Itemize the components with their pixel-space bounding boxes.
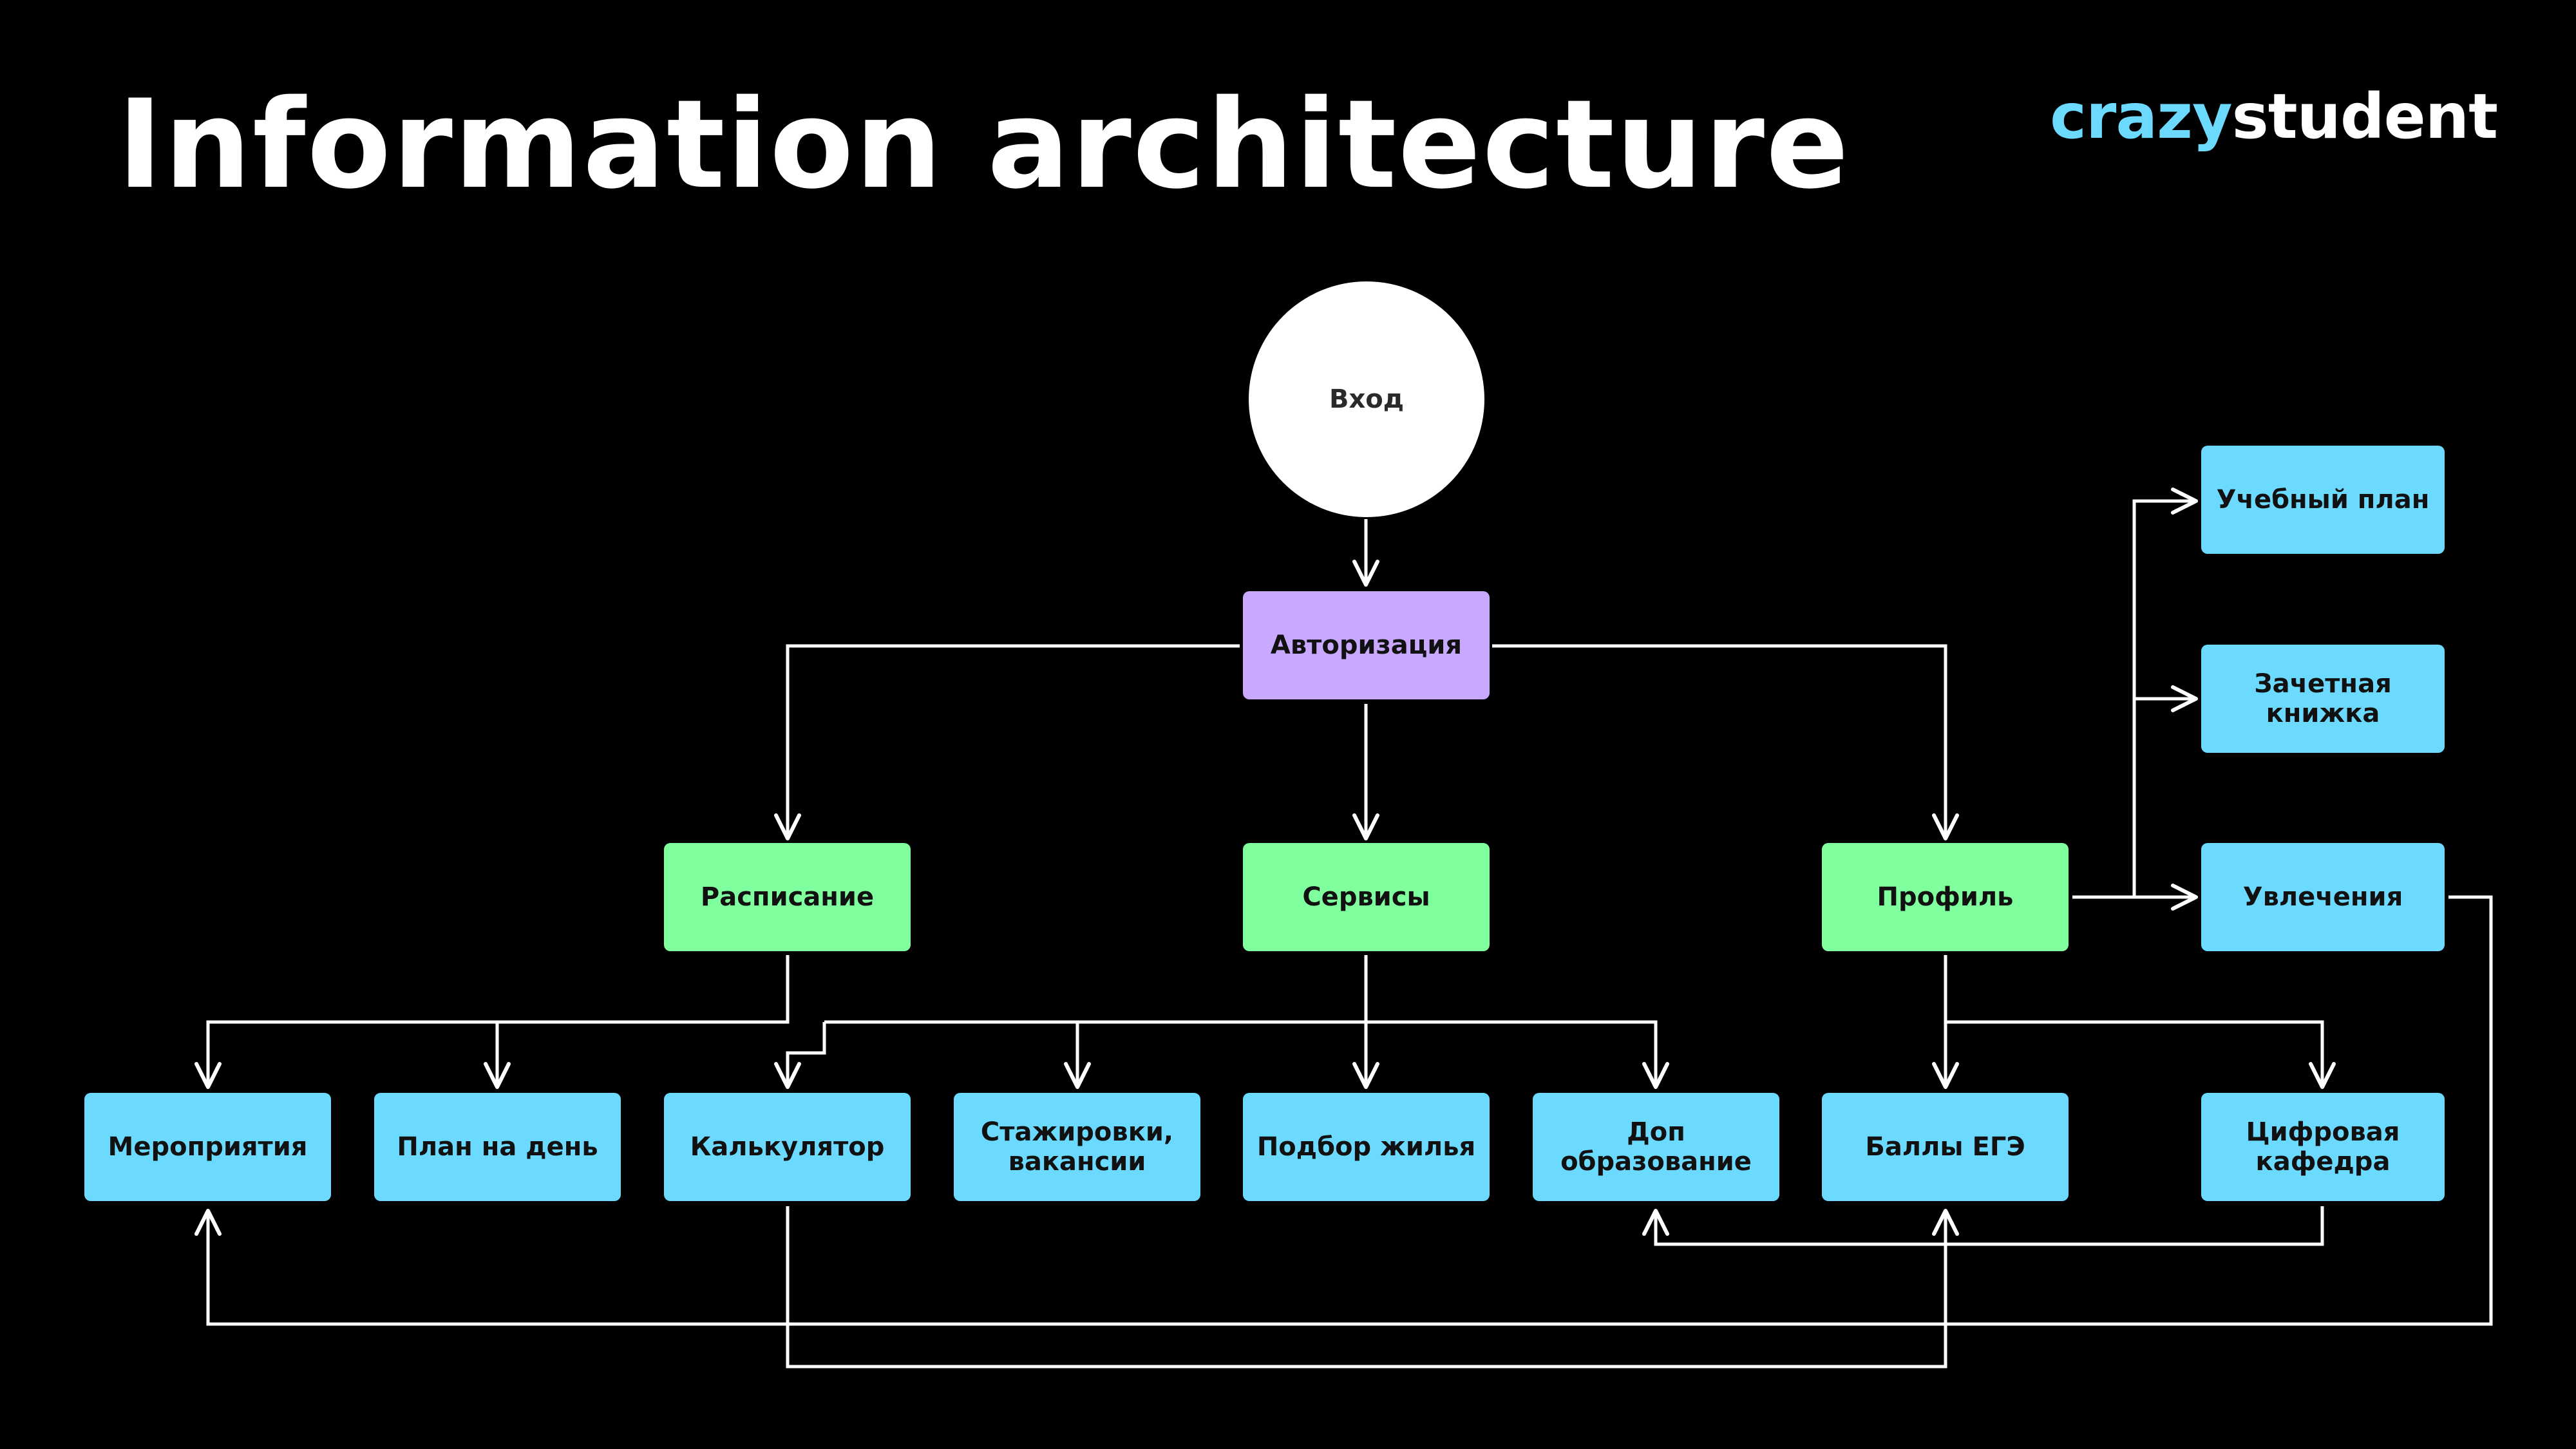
node-schedule: Расписание (664, 843, 911, 951)
node-extra-education: Доп образование (1533, 1093, 1779, 1201)
node-events: Мероприятия (84, 1093, 331, 1201)
brand-logo: crazystudent (2050, 80, 2498, 153)
connector-services-to-extra-education (824, 1020, 1669, 1089)
connector-profile-to-curriculum (2132, 488, 2198, 897)
node-calculator: Калькулятор (664, 1093, 911, 1201)
node-internships: Стажировки, вакансии (954, 1093, 1200, 1201)
connector-auth-to-schedule (774, 644, 1240, 840)
connector-profile-to-digital-department (1946, 1020, 2336, 1089)
logo-part-crazy: crazy (2050, 80, 2232, 153)
node-authorization: Авторизация (1243, 591, 1490, 699)
node-hobbies: Увлечения (2201, 843, 2445, 951)
node-services: Сервисы (1243, 843, 1490, 951)
logo-part-student: student (2231, 80, 2498, 153)
node-entry: Вход (1249, 281, 1484, 517)
connector-calculator-to-exam-scores (786, 1206, 1959, 1368)
node-gradebook: Зачетная книжка (2201, 645, 2445, 753)
connector-services-to-calculator (774, 1022, 826, 1089)
node-curriculum: Учебный план (2201, 446, 2445, 554)
node-profile: Профиль (1822, 843, 2069, 951)
node-housing: Подбор жилья (1243, 1093, 1490, 1201)
node-digital-department: Цифровая кафедра (2201, 1093, 2445, 1201)
node-day-plan: План на день (374, 1093, 621, 1201)
connector-hobbies-to-events (194, 895, 2493, 1326)
connector-auth-to-profile (1492, 644, 1959, 840)
node-exam-scores: Баллы ЕГЭ (1822, 1093, 2069, 1201)
page-title: Information architecture (117, 73, 1850, 216)
connector-digital-department-to-extra-education (1642, 1206, 2324, 1246)
